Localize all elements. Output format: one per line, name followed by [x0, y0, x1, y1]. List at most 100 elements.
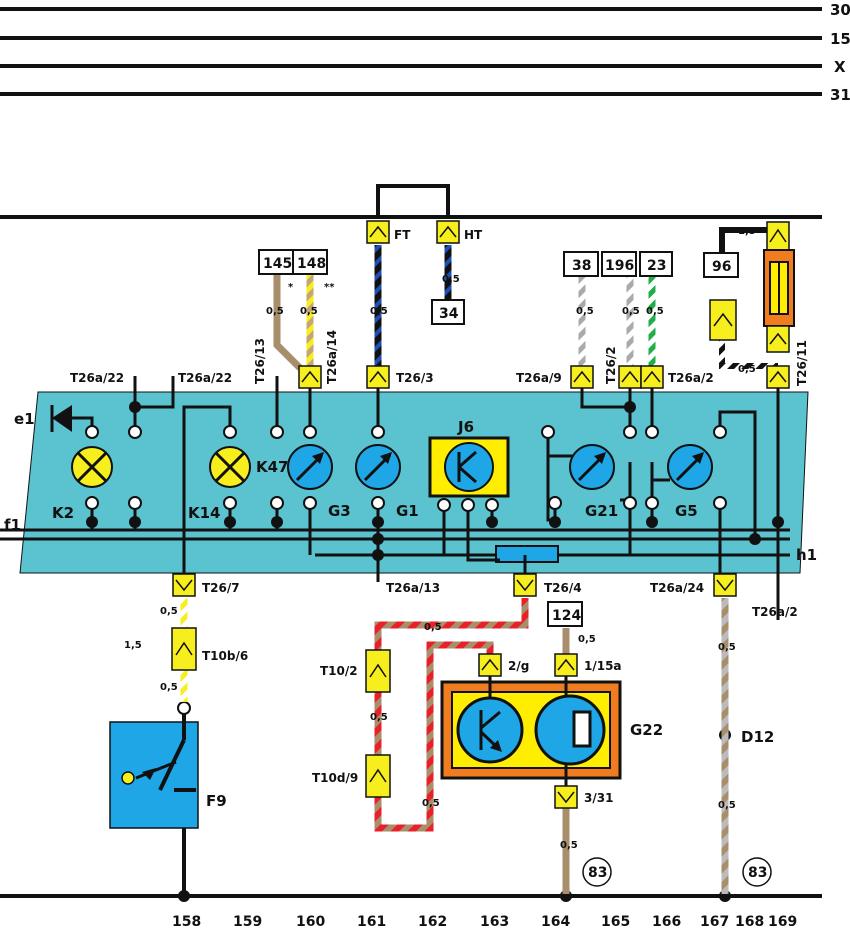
label-g3: G3: [328, 502, 351, 520]
gauge-g3: [287, 444, 333, 490]
size-t26-4: 0,5: [424, 622, 442, 633]
label-t26a-13: T26a/13: [386, 581, 440, 595]
label-t26-11: T26/11: [795, 340, 809, 386]
size-148: 0,5: [300, 306, 318, 317]
label-t10d-9: T10d/9: [312, 771, 358, 785]
size-23: 0,5: [646, 306, 664, 317]
wire-size-labels: 0,5 0,5 0,5 0,5 0,5 0,5 0,5 1,5 0,5 0,5 …: [124, 226, 756, 851]
connector-t10-2: [365, 649, 391, 693]
ground-refs: 83 83: [582, 857, 772, 887]
diode-e1: [50, 405, 72, 432]
size-t26-7: 0,5: [160, 606, 178, 617]
size-fuse-out: 0,5: [738, 364, 756, 375]
size-d12-b: 0,5: [718, 800, 736, 811]
size-d12-a: 0,5: [718, 642, 736, 653]
label-g5: G5: [675, 502, 698, 520]
ref-box-145: 145: [263, 256, 292, 272]
connector-t26-4: [513, 573, 537, 597]
rail-label-15: 15: [830, 30, 850, 48]
power-rails: 30 15 X 31: [0, 1, 850, 104]
connector-t26a-9: [570, 365, 594, 389]
connector-t10d-9: [365, 754, 391, 798]
connector-g22-331: [554, 785, 578, 809]
size-t10-2: 0,5: [370, 712, 388, 723]
label-t26-2: T26/2: [604, 346, 618, 384]
label-g22-115a: 1/15a: [584, 659, 622, 673]
connector-t26a-14: [298, 365, 322, 389]
size-g22-gnd: 0,5: [560, 840, 578, 851]
connector-t26a-24: [713, 573, 737, 597]
col-160: 160: [296, 914, 325, 930]
sender-g22: [440, 676, 622, 786]
connector-ft: [366, 220, 390, 244]
connector-t26-2: [618, 365, 642, 389]
ref-boxes: 145 148 34 38 196 23 96 124: [258, 249, 739, 627]
instrument-panel: [19, 391, 809, 574]
size-196: 0,5: [622, 306, 640, 317]
label-ft: FT: [394, 228, 411, 242]
size-96: 1,5: [738, 226, 756, 237]
size-ht: 0,5: [442, 274, 460, 285]
connector-g22-115a: [554, 653, 578, 677]
ground-ref-83-b: 83: [748, 865, 767, 881]
label-ht: HT: [464, 228, 483, 242]
terminal-circles: [85, 425, 727, 715]
wire-96: [719, 227, 770, 253]
connector-side: [709, 299, 737, 341]
ref-box-196: 196: [605, 258, 634, 274]
wire-fuse-out: [719, 340, 778, 369]
size-loop: 0,5: [422, 798, 440, 809]
connector-t26-3: [366, 365, 390, 389]
label-g22: G22: [630, 721, 663, 739]
label-t26-13: T26/13: [253, 338, 267, 384]
ref-box-96: 96: [712, 259, 731, 275]
label-t26a-24: T26a/24: [650, 581, 704, 595]
gauge-g1: [355, 444, 401, 490]
rail-label-31: 31: [830, 86, 850, 104]
connectors: [171, 220, 790, 809]
label-t26-4: T26/4: [544, 581, 582, 595]
label-e1: e1: [14, 410, 35, 428]
wires: [180, 227, 778, 896]
relay-j6: [428, 436, 510, 498]
col-169: 169: [768, 914, 797, 930]
ft-ht-jumper: [376, 184, 450, 217]
note-star-2: **: [324, 282, 335, 293]
size-145: 0,5: [266, 306, 284, 317]
fuse-s: [763, 221, 795, 353]
ground-ref-83-a: 83: [588, 865, 607, 881]
col-165: 165: [601, 914, 630, 930]
ref-box-38: 38: [572, 258, 591, 274]
connector-t10b-6: [171, 627, 197, 671]
label-g1: G1: [396, 502, 419, 520]
connector-labels: FT HT T26a/22 T26a/22 T26/13 T26a/14 T26…: [70, 228, 809, 805]
label-t26a-9: T26a/9: [516, 371, 562, 385]
label-g22-331: 3/31: [584, 791, 613, 805]
label-k2: K2: [52, 504, 74, 522]
label-t10-2: T10/2: [320, 664, 358, 678]
label-f1: f1: [4, 516, 21, 534]
label-f9: F9: [206, 792, 227, 810]
label-t26-3: T26/3: [396, 371, 434, 385]
label-t26a-2-top: T26a/2: [668, 371, 714, 385]
col-158: 158: [172, 914, 201, 930]
size-t10b-6-a: 1,5: [124, 640, 142, 651]
label-j6: J6: [457, 418, 474, 436]
col-162: 162: [418, 914, 447, 930]
ref-box-23: 23: [647, 258, 666, 274]
ref-box-34: 34: [439, 306, 459, 322]
size-124: 0,5: [578, 634, 596, 645]
gauge-g5: [667, 444, 713, 490]
col-168: 168: [735, 914, 764, 930]
connector-t26-11: [766, 365, 790, 389]
col-167: 167: [700, 914, 729, 930]
wire-145: [273, 275, 303, 371]
col-166: 166: [652, 914, 681, 930]
gauge-g21: [569, 444, 615, 490]
col-164: 164: [541, 914, 570, 930]
size-ft: 0,5: [370, 306, 388, 317]
label-d12: D12: [741, 728, 774, 746]
label-k14: K14: [188, 504, 221, 522]
lamp-k2: [71, 446, 113, 488]
col-161: 161: [357, 914, 386, 930]
